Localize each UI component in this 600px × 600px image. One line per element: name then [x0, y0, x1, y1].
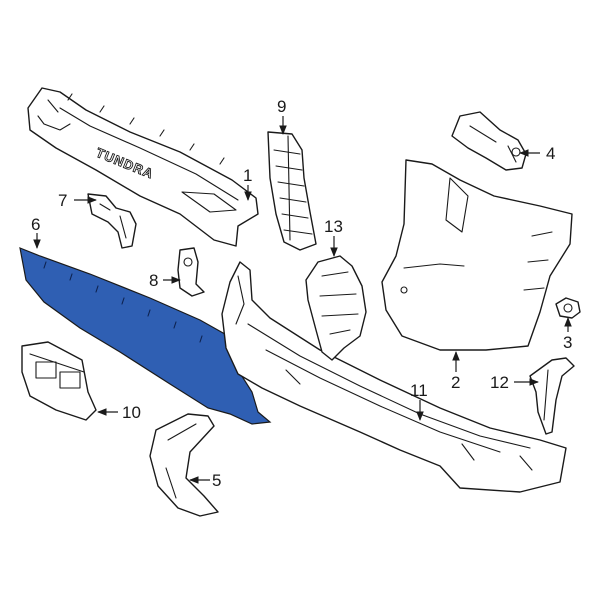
- part-2-side-cover: [381, 159, 573, 351]
- callout-10: 10: [122, 403, 141, 422]
- callout-9: 9: [277, 97, 286, 116]
- part-3-fastener: [555, 297, 581, 319]
- callout-11: 11: [410, 381, 428, 400]
- callout-1: 1: [243, 166, 252, 185]
- part-6-lower-spoiler: [19, 247, 272, 425]
- part-11-lower-bumper: [221, 261, 567, 493]
- leader-lines: [33, 116, 572, 484]
- callout-6: 6: [31, 215, 40, 234]
- callout-labels: 1 2 3 4 5 6 7 8 9 10 11 12 13: [31, 97, 572, 490]
- callout-12: 12: [490, 373, 509, 392]
- part-5-side-cover: [149, 413, 219, 517]
- callout-5: 5: [212, 471, 221, 490]
- callout-4: 4: [546, 144, 555, 163]
- part-1-upper-absorber: TUNDRA: [27, 87, 259, 247]
- part-12-bracket: [529, 357, 575, 435]
- callout-8: 8: [149, 271, 158, 290]
- part-7-bracket: [87, 193, 137, 249]
- callout-13: 13: [324, 217, 343, 236]
- part-13-side-bracket: [305, 255, 367, 361]
- callout-7: 7: [58, 191, 67, 210]
- callout-2: 2: [451, 373, 460, 392]
- part-4-bracket: [451, 111, 527, 171]
- callout-3: 3: [563, 333, 572, 352]
- part-9-duct-bracket: [267, 131, 317, 251]
- part-10-license-bracket: [21, 341, 97, 421]
- part-8-clip: [177, 247, 205, 297]
